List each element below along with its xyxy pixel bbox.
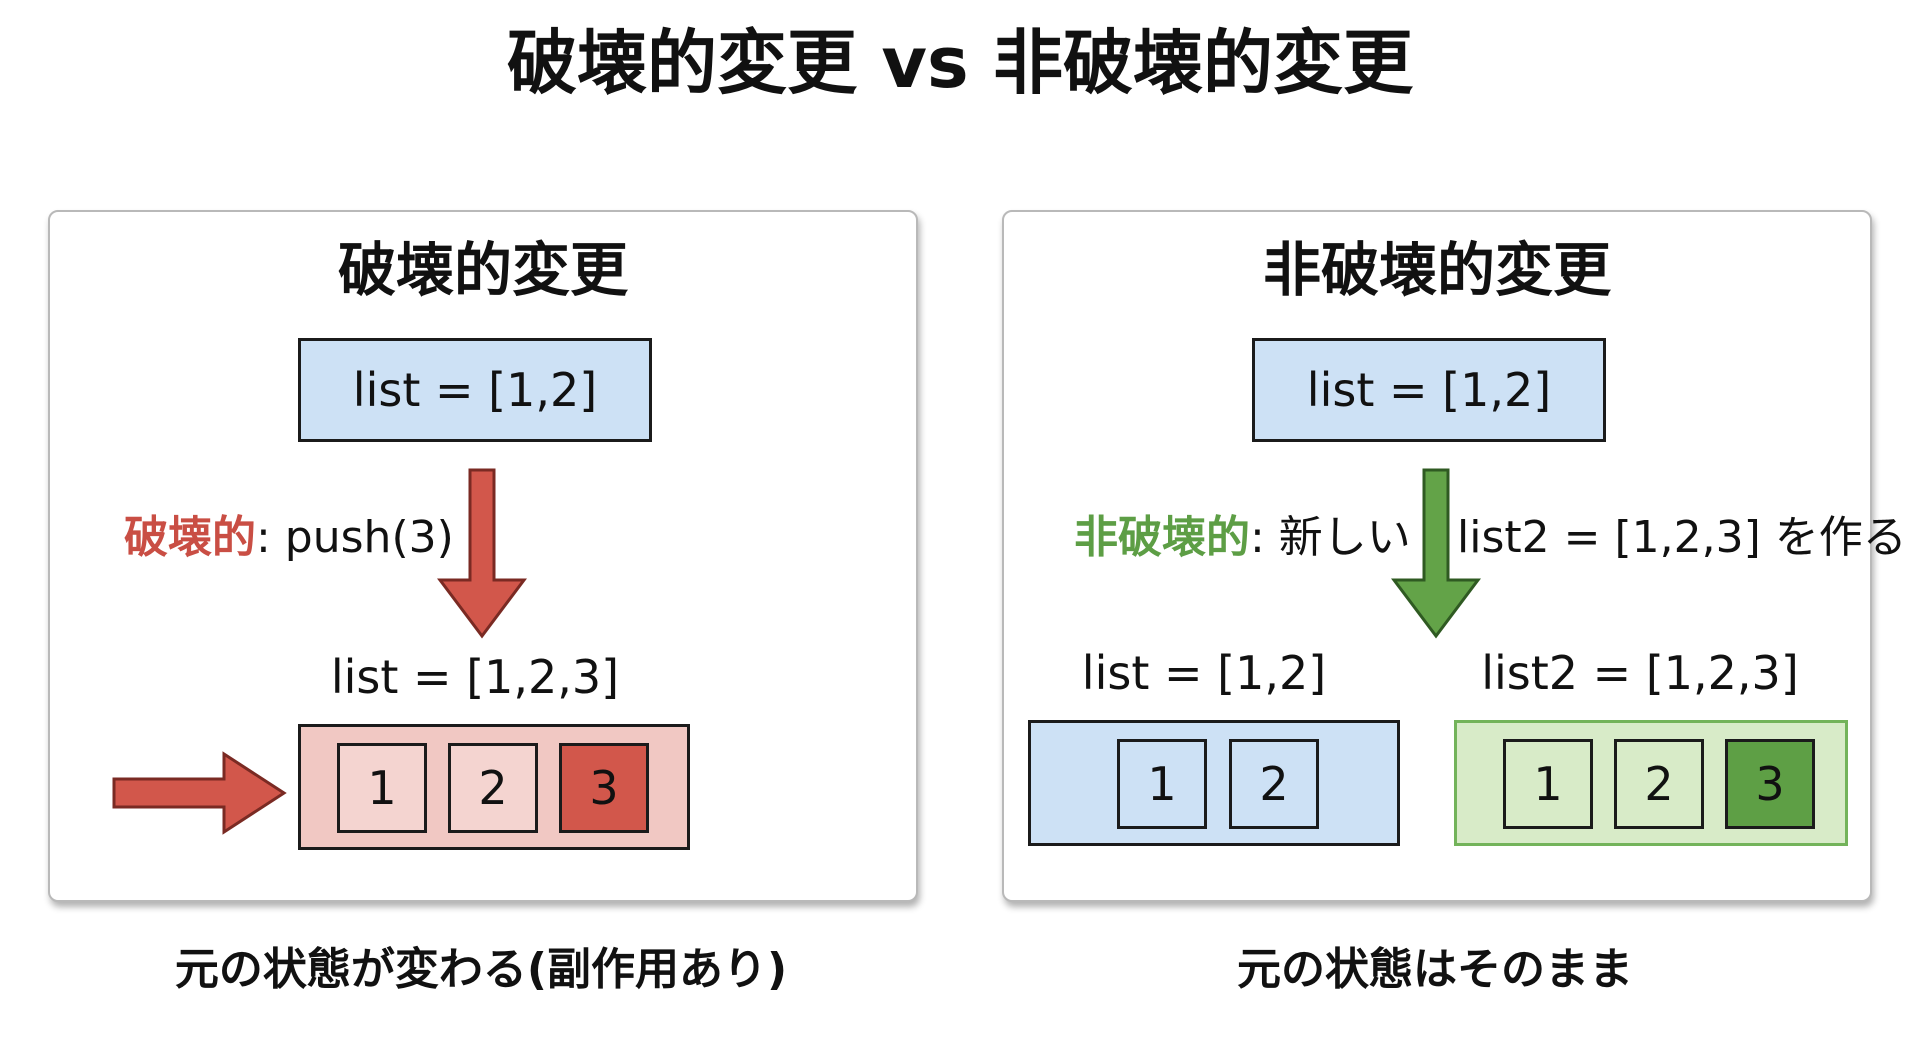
- destructive-down-arrow: [437, 468, 527, 639]
- main-title: 破壊的変更 vs 非破壊的変更: [506, 22, 1414, 104]
- nondestructive-keyword: 非破壊的: [1074, 512, 1250, 563]
- destructive-panel-title: 破壊的変更: [337, 236, 628, 304]
- list-cell: 2: [1229, 739, 1319, 829]
- mutated-list-label: list = [1,2,3]: [330, 650, 620, 704]
- new-list-label: list2 = [1,2,3]: [1481, 646, 1799, 700]
- destructive-caption: 元の状態が変わる(副作用あり): [174, 944, 788, 995]
- destructive-panel: 破壊的変更 list = [1,2] 破壊的: push(3) list = […: [48, 210, 918, 902]
- push-call: : push(3): [256, 512, 454, 563]
- destructive-keyword: 破壊的: [124, 512, 256, 563]
- new-list-array: 1 2 3: [1454, 720, 1848, 846]
- original-list-array: 1 2: [1028, 720, 1400, 846]
- nondestructive-down-arrow: [1391, 468, 1481, 639]
- list-cell: 1: [1503, 739, 1593, 829]
- nondestructive-panel-title: 非破壊的変更: [1262, 236, 1611, 304]
- list-cell: 1: [337, 743, 427, 833]
- original-list-box: list = [1,2]: [298, 338, 652, 442]
- create-list2-label: list2 = [1,2,3] を作る: [1457, 512, 1907, 563]
- list-cell: 2: [1614, 739, 1704, 829]
- mutated-list-array: 1 2 3: [298, 724, 690, 850]
- original-list-box: list = [1,2]: [1252, 338, 1606, 442]
- original-list-label: list = [1,2]: [1081, 646, 1327, 700]
- nondestructive-operation-label: 非破壊的: 新しい: [1074, 510, 1411, 566]
- list-cell: 2: [448, 743, 538, 833]
- nondestructive-panel: 非破壊的変更 list = [1,2] 非破壊的: 新しい list2 = [1…: [1002, 210, 1907, 902]
- nondestructive-caption: 元の状態はそのまま: [1237, 944, 1633, 995]
- list-cell-added: 3: [1725, 739, 1815, 829]
- new-word: : 新しい: [1250, 512, 1411, 563]
- list-cell-added: 3: [559, 743, 649, 833]
- mutation-pointer-arrow: [112, 751, 287, 835]
- destructive-operation-label: 破壊的: push(3): [124, 510, 454, 566]
- list-cell: 1: [1117, 739, 1207, 829]
